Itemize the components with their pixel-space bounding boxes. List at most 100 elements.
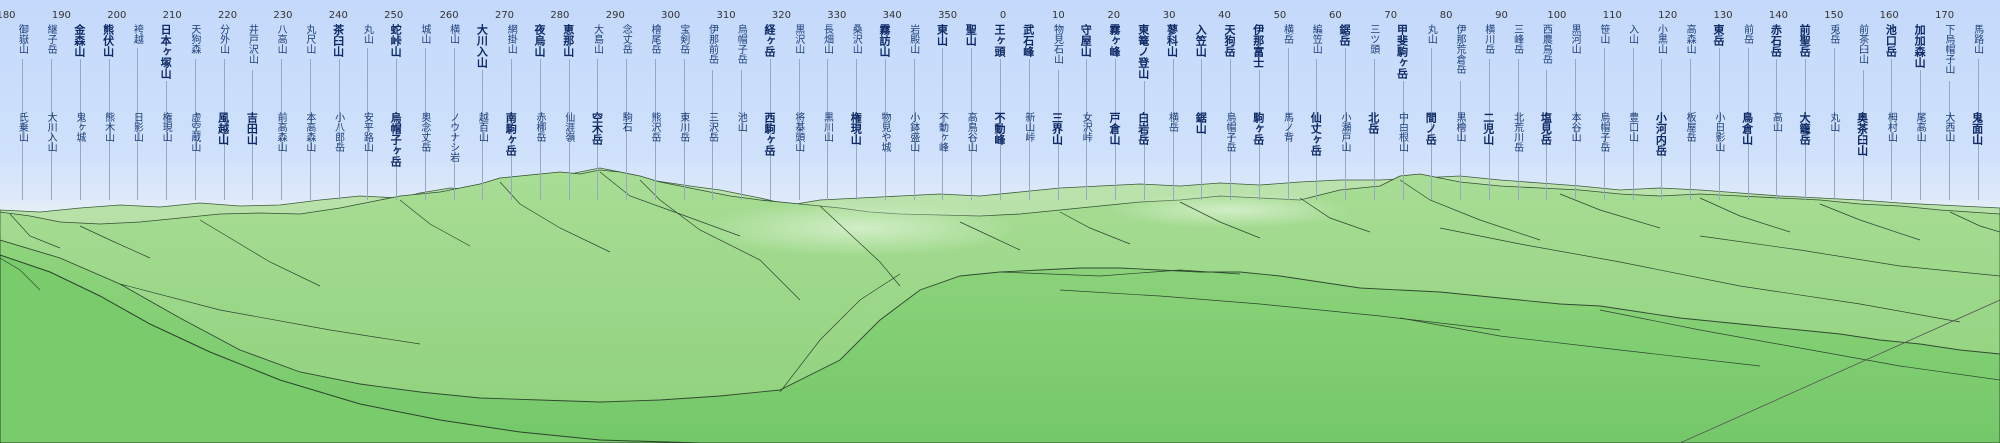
lower-peak-label[interactable]: 風越山	[216, 112, 230, 145]
lower-peak-label[interactable]: 南駒ヶ岳	[504, 112, 518, 156]
lower-peak-label[interactable]: 二児山	[1481, 112, 1495, 145]
upper-peak-label[interactable]: 横川岳	[1482, 24, 1494, 54]
lower-peak-label[interactable]: 丸山	[1827, 112, 1839, 132]
lower-peak-label[interactable]: 北岳	[1366, 112, 1380, 134]
upper-peak-label[interactable]: 天狗岳	[1223, 24, 1237, 57]
lower-peak-label[interactable]: 小八郎岳	[332, 112, 344, 152]
upper-peak-label[interactable]: 東山	[935, 24, 949, 46]
upper-peak-label[interactable]: 聖山	[964, 24, 978, 46]
lower-peak-label[interactable]: 安平路山	[361, 112, 373, 152]
lower-peak-label[interactable]: 戸倉山	[1108, 112, 1121, 145]
lower-peak-label[interactable]: 日影山	[131, 112, 143, 142]
upper-peak-label[interactable]: 恵那山	[561, 24, 575, 57]
upper-peak-label[interactable]: 分外山	[217, 24, 229, 54]
upper-peak-label[interactable]: 兎岳	[1827, 24, 1839, 44]
upper-peak-label[interactable]: 念丈岳	[620, 24, 632, 54]
upper-peak-label[interactable]: 継子岳	[45, 24, 57, 54]
upper-peak-label[interactable]: 井戸沢山	[246, 24, 258, 64]
upper-peak-label[interactable]: 横山	[447, 24, 459, 44]
lower-peak-label[interactable]: 板屋岳	[1684, 112, 1696, 142]
upper-peak-label[interactable]: 西農鳥岳	[1540, 24, 1552, 64]
lower-peak-label[interactable]: 物見や城	[878, 112, 890, 152]
lower-peak-label[interactable]: 仙丈ヶ岳	[1309, 112, 1323, 156]
upper-peak-label[interactable]: 丸尺山	[303, 24, 315, 54]
lower-peak-label[interactable]: 女沢峠	[1080, 112, 1092, 142]
upper-peak-label[interactable]: 大川入山	[475, 24, 489, 68]
upper-peak-label[interactable]: 東篭ノ登山	[1136, 24, 1150, 79]
lower-peak-label[interactable]: 氏乗山	[16, 112, 28, 142]
lower-peak-label[interactable]: 三界山	[1050, 112, 1064, 145]
upper-peak-label[interactable]: 守屋山	[1079, 24, 1093, 57]
upper-peak-label[interactable]: 入山	[1626, 24, 1638, 44]
upper-peak-label[interactable]: 鋸岳	[1338, 24, 1352, 46]
upper-peak-label[interactable]: 編笠山	[1310, 24, 1322, 54]
upper-peak-label[interactable]: 茶臼山	[331, 24, 345, 57]
upper-peak-label[interactable]: 霧ヶ峰	[1108, 24, 1121, 57]
upper-peak-label[interactable]: 丸山	[361, 24, 373, 44]
lower-peak-label[interactable]: 熊沢岳	[648, 112, 660, 142]
lower-peak-label[interactable]: 西駒ヶ岳	[762, 112, 776, 156]
upper-peak-label[interactable]: 前茶臼山	[1856, 24, 1868, 64]
lower-peak-label[interactable]: 高鳥谷山	[965, 112, 977, 152]
upper-peak-label[interactable]: 前聖岳	[1798, 24, 1812, 57]
upper-peak-label[interactable]: 下烏帽子山	[1942, 24, 1954, 74]
lower-peak-label[interactable]: 東川岳	[677, 112, 689, 142]
upper-peak-label[interactable]: 御嶽山	[16, 24, 28, 54]
lower-peak-label[interactable]: 仙涯嶺	[562, 112, 574, 142]
lower-peak-label[interactable]: 権現山	[849, 112, 863, 145]
lower-peak-label[interactable]: 将棊頭山	[792, 112, 804, 152]
lower-peak-label[interactable]: 烏帽子ヶ岳	[389, 112, 403, 167]
lower-peak-label[interactable]: 三沢岳	[706, 112, 718, 142]
upper-peak-label[interactable]: 城山	[418, 24, 430, 44]
upper-peak-label[interactable]: 前岳	[1741, 24, 1753, 44]
lower-peak-label[interactable]: 烏帽子岳	[1224, 112, 1236, 152]
lower-peak-label[interactable]: 鬼面山	[1970, 112, 1984, 145]
lower-peak-label[interactable]: 熊木山	[102, 112, 114, 142]
lower-peak-label[interactable]: 小鉢盛山	[907, 112, 919, 152]
upper-peak-label[interactable]: 天狗森	[188, 24, 200, 54]
lower-peak-label[interactable]: 黒川山	[821, 112, 833, 142]
lower-peak-label[interactable]: 空木岳	[590, 112, 604, 145]
lower-peak-label[interactable]: 鋸山	[1194, 112, 1208, 134]
lower-peak-label[interactable]: 小河内岳	[1654, 112, 1668, 156]
lower-peak-label[interactable]: 白岩岳	[1136, 112, 1150, 145]
lower-peak-label[interactable]: ノウナシ岩	[447, 112, 459, 162]
upper-peak-label[interactable]: 霧訪山	[877, 24, 891, 57]
lower-peak-label[interactable]: 池山	[735, 112, 747, 132]
upper-peak-label[interactable]: 熊伏山	[101, 24, 115, 57]
lower-peak-label[interactable]: 豊口山	[1626, 112, 1638, 142]
upper-peak-label[interactable]: 馬路山	[1971, 24, 1983, 54]
upper-peak-label[interactable]: 金森山	[72, 24, 86, 57]
upper-peak-label[interactable]: 八高山	[275, 24, 287, 54]
upper-peak-label[interactable]: 桑沢山	[850, 24, 862, 54]
upper-peak-label[interactable]: 甲斐駒ヶ岳	[1395, 24, 1409, 79]
upper-peak-label[interactable]: 経ヶ岳	[762, 24, 776, 57]
upper-peak-label[interactable]: 高森山	[1684, 24, 1696, 54]
upper-peak-label[interactable]: 丸山	[1425, 24, 1437, 44]
upper-peak-label[interactable]: 夜烏山	[532, 24, 546, 57]
lower-peak-label[interactable]: 高山	[1770, 112, 1782, 132]
lower-peak-label[interactable]: 烏帽子岳	[1597, 112, 1609, 152]
upper-peak-label[interactable]: 入笠山	[1194, 24, 1208, 57]
lower-peak-label[interactable]: 北荒川岳	[1511, 112, 1523, 152]
lower-peak-label[interactable]: 尾高山	[1914, 112, 1926, 142]
lower-peak-label[interactable]: 駒石	[620, 112, 632, 132]
upper-peak-label[interactable]: 黒河山	[1569, 24, 1581, 54]
lower-peak-label[interactable]: 権現山	[160, 112, 172, 142]
lower-peak-label[interactable]: 間ノ岳	[1424, 112, 1438, 145]
upper-peak-label[interactable]: 宝剣岳	[677, 24, 689, 54]
upper-peak-label[interactable]: 岩殿山	[907, 24, 919, 54]
lower-peak-label[interactable]: 栂村山	[1885, 112, 1897, 142]
lower-peak-label[interactable]: 新山峠	[1022, 112, 1034, 142]
lower-peak-label[interactable]: 前高森山	[275, 112, 287, 152]
lower-peak-label[interactable]: 馬ノ背	[1281, 112, 1293, 142]
lower-peak-label[interactable]: 横岳	[1166, 112, 1178, 132]
lower-peak-label[interactable]: 鬼ヶ城	[73, 112, 85, 142]
lower-peak-label[interactable]: 小瀬戸山	[1339, 112, 1351, 152]
upper-peak-label[interactable]: 三峰岳	[1511, 24, 1523, 54]
lower-peak-label[interactable]: 大籠岳	[1798, 112, 1812, 145]
upper-peak-label[interactable]: 小黒山	[1655, 24, 1667, 54]
lower-peak-label[interactable]: 不動ヶ峰	[936, 112, 948, 152]
upper-peak-label[interactable]: 日本ヶ塚山	[159, 24, 173, 79]
